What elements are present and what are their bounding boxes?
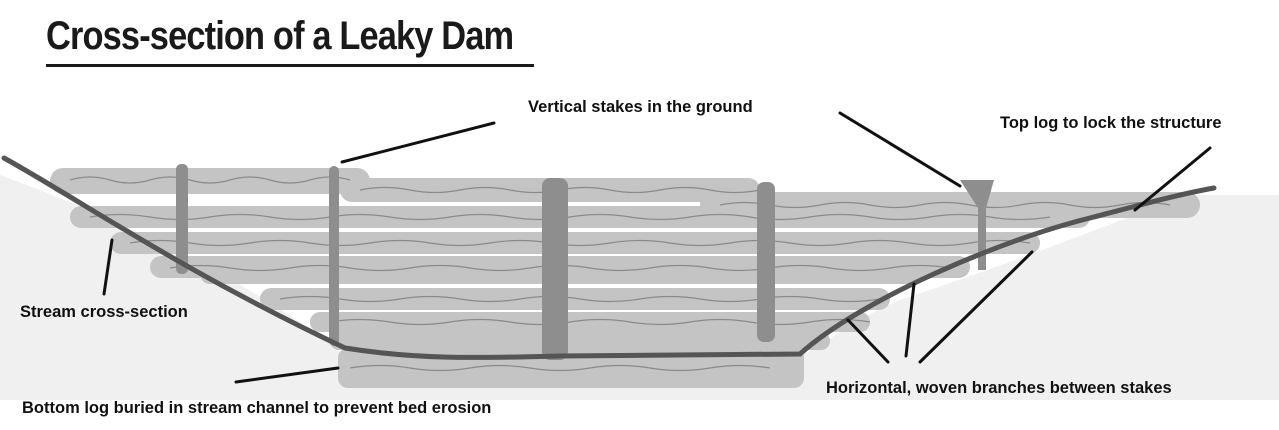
leader-stream <box>102 238 114 296</box>
branch-layer-1 <box>50 168 370 194</box>
branch-layer-7 <box>310 312 870 332</box>
branch-layer-2 <box>70 206 1090 228</box>
stake-1 <box>176 164 188 274</box>
vertical-stakes <box>176 164 994 360</box>
leader-branches-2 <box>904 282 916 358</box>
title-underline <box>46 64 534 67</box>
leader-vertical-stakes-right <box>838 111 962 188</box>
leader-branches-3 <box>918 250 1034 364</box>
label-stream-cross-section: Stream cross-section <box>20 303 188 321</box>
label-vertical-stakes: Vertical stakes in the ground <box>528 98 753 116</box>
leader-top-log <box>1133 146 1212 212</box>
branch-layer-6 <box>260 288 890 310</box>
stake-5 <box>960 180 994 270</box>
branch-layer-8 <box>330 332 830 350</box>
label-horizontal-branches: Horizontal, woven branches between stake… <box>826 379 1172 397</box>
ground-shadow <box>0 175 1279 400</box>
stream-cross-section-line <box>1 155 1217 361</box>
stake-3 <box>542 178 568 360</box>
diagram-title: Cross-section of a Leaky Dam <box>46 14 514 58</box>
label-bottom-log: Bottom log buried in stream channel to p… <box>22 399 492 417</box>
stake-4 <box>757 182 775 342</box>
leader-lines <box>102 111 1212 384</box>
leader-vertical-stakes-left <box>340 121 496 164</box>
leader-bottom-log <box>234 366 340 384</box>
stake-2 <box>329 166 339 346</box>
label-top-log: Top log to lock the structure <box>1000 114 1222 132</box>
branch-layer-3 <box>110 232 1040 254</box>
leader-branches-1 <box>846 318 890 364</box>
